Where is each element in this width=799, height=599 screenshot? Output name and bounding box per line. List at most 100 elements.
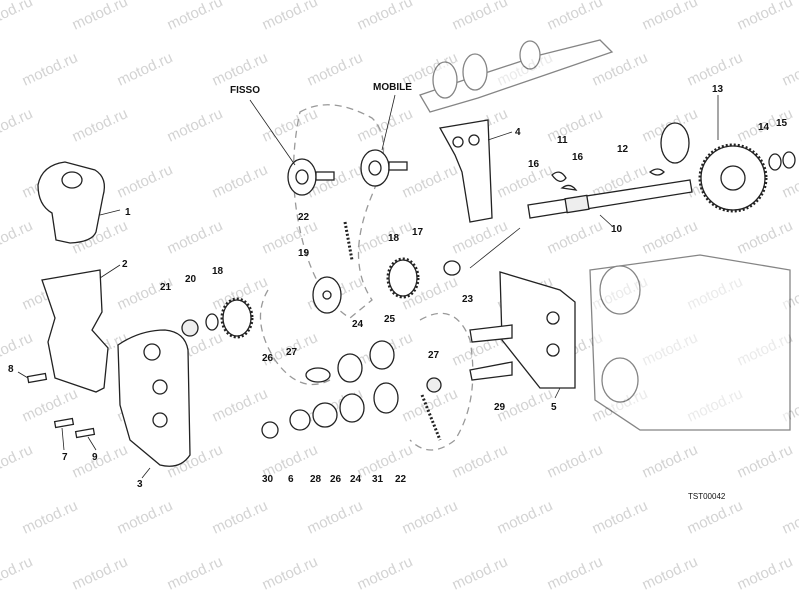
watermark-text: motod.ru	[0, 217, 35, 257]
part-cover-middle	[41, 264, 121, 393]
part-rollers-lower	[261, 382, 442, 441]
watermark-text: motod.ru	[210, 497, 271, 537]
callout-23: 23	[462, 294, 474, 305]
callout-26: 26	[262, 353, 274, 364]
watermark-text: motod.ru	[260, 217, 321, 257]
watermark-text: motod.ru	[355, 553, 416, 593]
watermark-text: motod.ru	[640, 0, 701, 34]
watermark-text: motod.ru	[165, 105, 226, 145]
watermark-text: motod.ru	[115, 49, 176, 89]
part-keys	[551, 168, 665, 191]
watermark-text: motod.ru	[495, 161, 556, 201]
timing-belts	[259, 104, 474, 451]
watermark-text: motod.ru	[355, 105, 416, 145]
watermark-text: motod.ru	[210, 161, 271, 201]
watermark-text: motod.ru	[305, 497, 366, 537]
callout-14: 14	[758, 122, 770, 133]
callout-27: 27	[286, 347, 298, 358]
callout-22: 22	[298, 212, 310, 223]
watermark-text: motod.ru	[450, 441, 511, 481]
watermark-text: motod.ru	[780, 49, 799, 89]
watermark-text: motod.ru	[450, 553, 511, 593]
callout-6: 6	[288, 474, 294, 485]
callout-5: 5	[551, 402, 557, 413]
part-shaft	[527, 179, 693, 227]
watermark-text: motod.ru	[70, 0, 131, 34]
watermark-text: motod.ru	[70, 553, 131, 593]
watermark-text: motod.ru	[210, 49, 271, 89]
watermark-text: motod.ru	[545, 553, 606, 593]
watermark-text: motod.ru	[545, 105, 606, 145]
watermark-text: motod.ru	[0, 441, 35, 481]
watermark-text: motod.ru	[260, 105, 321, 145]
watermark-text: motod.ru	[590, 497, 651, 537]
part-rollers-upper	[305, 340, 442, 393]
part-bracket-upper	[438, 119, 513, 223]
part-tensioner-spring-upper	[343, 221, 354, 261]
watermark-text: motod.ru	[545, 0, 606, 34]
watermark-text: motod.ru	[495, 497, 556, 537]
watermark-text: motod.ru	[0, 553, 35, 593]
watermark-text: motod.ru	[20, 49, 81, 89]
callout-9: 9	[92, 452, 98, 463]
watermark-text: motod.ru	[640, 217, 701, 257]
watermark-text: motod.ru	[115, 161, 176, 201]
watermark-text: motod.ru	[20, 497, 81, 537]
watermark-text: motod.ru	[70, 105, 131, 145]
watermark-text: motod.ru	[355, 217, 416, 257]
callout-3: 3	[137, 479, 143, 490]
watermark-text: motod.ru	[305, 49, 366, 89]
part-studs	[469, 324, 513, 381]
caption-fixed: FISSO	[230, 85, 260, 96]
part-cover-lower	[117, 329, 191, 479]
watermark-text: motod.ru	[0, 329, 35, 369]
engine-block-drawing	[589, 254, 791, 431]
callout-1: 1	[125, 207, 131, 218]
callout-28: 28	[310, 474, 322, 485]
watermark-text: motod.ru	[0, 105, 35, 145]
watermark-text: motod.ru	[640, 441, 701, 481]
watermark-text: motod.ru	[115, 273, 176, 313]
labels: FISSO MOBILE TST00042	[230, 82, 726, 501]
callout-18: 18	[388, 233, 400, 244]
watermark-text: motod.ru	[210, 385, 271, 425]
watermark-text: motod.ru	[70, 441, 131, 481]
part-disc	[312, 276, 342, 314]
watermark-text: motod.ru	[260, 553, 321, 593]
watermark-text: motod.ru	[780, 497, 799, 537]
callout-17: 17	[412, 227, 424, 238]
callout-25: 25	[384, 314, 396, 325]
callout-21: 21	[160, 282, 172, 293]
callout-2: 2	[122, 259, 128, 270]
watermark-text: motod.ru	[400, 497, 461, 537]
watermark-text: motod.ru	[400, 161, 461, 201]
callout-15: 15	[776, 118, 788, 129]
watermark-text: motod.ru	[685, 497, 746, 537]
watermark-text: motod.ru	[735, 0, 796, 34]
idler-pulleys	[249, 94, 408, 196]
figure-code: TST00042	[688, 492, 726, 501]
watermark-text: motod.ru	[545, 441, 606, 481]
watermark-text: motod.ru	[640, 553, 701, 593]
part-idler-gear	[386, 227, 521, 299]
part-camshaft-gear	[660, 95, 768, 213]
part-washers	[768, 151, 796, 171]
part-bracket-lower	[499, 271, 576, 399]
callout-12: 12	[617, 144, 629, 155]
watermark-text: motod.ru	[545, 217, 606, 257]
callout-24: 24	[352, 319, 364, 330]
callout-24: 24	[350, 474, 362, 485]
callout-19: 19	[298, 248, 310, 259]
callout-26: 26	[330, 474, 342, 485]
callout-18: 18	[212, 266, 224, 277]
watermark-text: motod.ru	[165, 217, 226, 257]
callout-10: 10	[611, 224, 623, 235]
callout-27: 27	[428, 350, 440, 361]
callout-11: 11	[557, 135, 568, 146]
callout-22: 22	[395, 474, 407, 485]
callout-7: 7	[62, 452, 68, 463]
camshaft-drawing	[419, 39, 614, 113]
callout-16: 16	[572, 152, 584, 163]
